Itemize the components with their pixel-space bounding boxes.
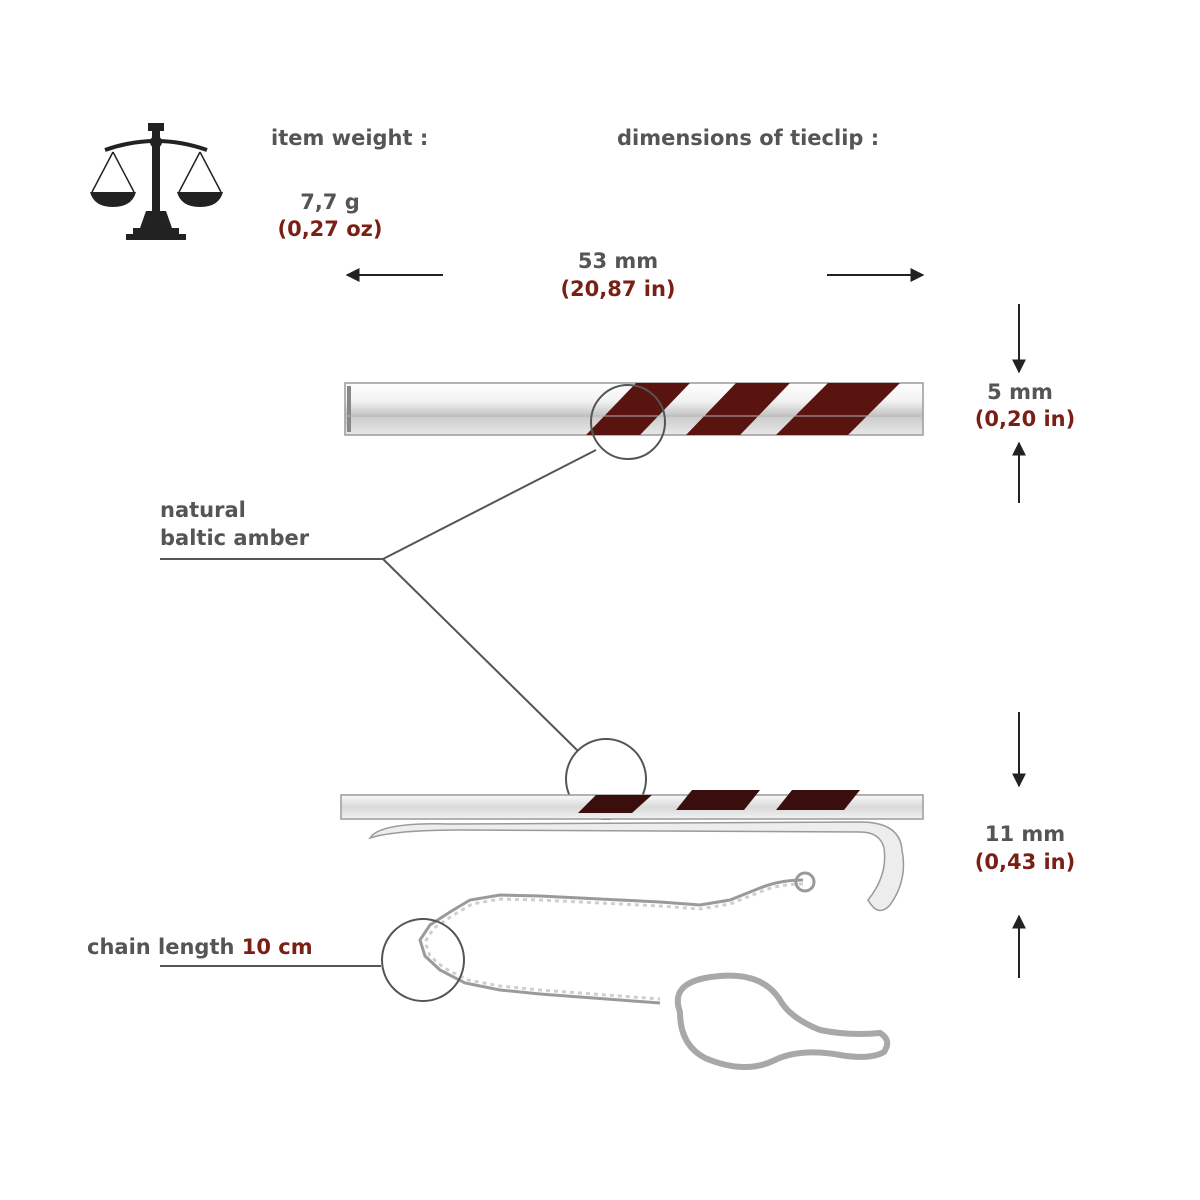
chain-length-label: chain length 10 cm: [87, 935, 313, 959]
bar-height-metric: 5 mm: [987, 380, 1053, 404]
weight-imperial: (0,27 oz): [277, 217, 383, 241]
length-metric: 53 mm: [577, 249, 659, 273]
chain-length-value: 10 cm: [241, 935, 313, 959]
chain: [418, 871, 816, 1005]
tieclip-side-view: [340, 790, 924, 912]
tieclip-top-view: [344, 382, 924, 436]
amber-callout-lines: [160, 384, 666, 820]
length-imperial: (20,87 in): [560, 277, 676, 301]
clip-height-imperial: (0,43 in): [974, 850, 1076, 874]
chain-length-prefix: chain length: [87, 935, 235, 959]
weight-metric: 7,7 g: [300, 190, 360, 214]
scale-icon: [90, 123, 223, 240]
bar-height-imperial: (0,20 in): [974, 407, 1076, 431]
weight-heading: item weight :: [271, 126, 429, 150]
amber-label-line2: baltic amber: [160, 526, 310, 550]
dimensions-heading: dimensions of tieclip :: [617, 126, 880, 150]
chain-loop: [674, 972, 891, 1071]
amber-label-line1: natural: [160, 498, 246, 522]
chain-callout-lines: [160, 918, 465, 1002]
clip-height-metric: 11 mm: [984, 822, 1066, 846]
